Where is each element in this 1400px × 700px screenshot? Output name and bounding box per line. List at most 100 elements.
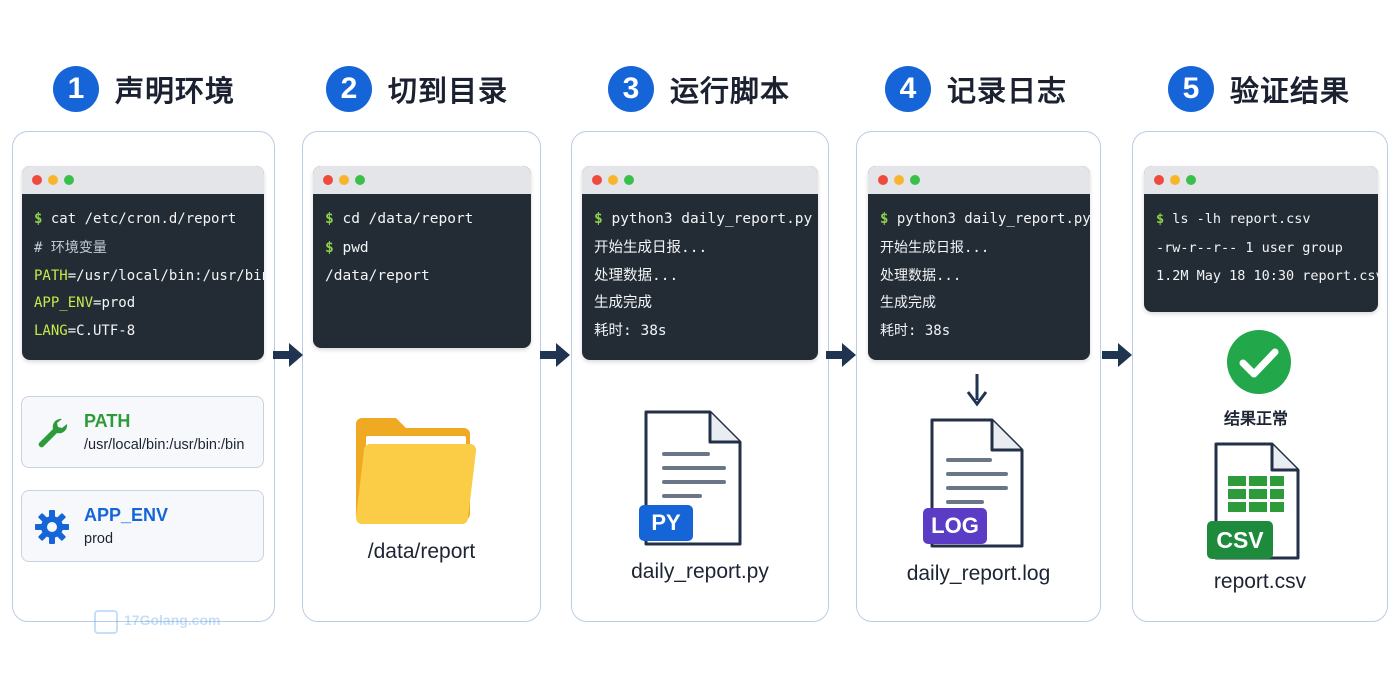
arrow-right-icon (1102, 343, 1132, 367)
close-dot-icon (323, 175, 333, 185)
terminal-line: 生成完成 (880, 290, 1078, 318)
env-key: PATH (84, 411, 131, 431)
python-file-label: daily_report.py (631, 560, 769, 583)
env-value: /usr/local/bin:/usr/bin:/bin (84, 437, 245, 453)
terminal-output-text: /data/report (325, 267, 430, 284)
terminal-output-text: 生成完成 (880, 295, 936, 311)
terminal-line: 1.2M May 18 10:30 report.csv (1156, 263, 1378, 291)
result-status-label: 结果正常 (1224, 409, 1289, 428)
terminal-command: python3 daily_report.py (896, 211, 1090, 227)
minimize-dot-icon (339, 175, 349, 185)
terminal-title-bar (22, 166, 264, 194)
arrow-right-icon (540, 343, 570, 367)
step-title-4: 4 记录日志 (885, 62, 1067, 116)
terminal-line: $ pwd (325, 235, 519, 263)
terminal-title-bar (1144, 166, 1378, 194)
terminal-output-text: 耗时: 38s (880, 322, 951, 339)
terminal-command: python3 daily_report.py (611, 211, 813, 227)
py-badge: PY (639, 505, 693, 541)
env-card-path: PATH /usr/local/bin:/usr/bin:/bin (21, 396, 264, 468)
terminal-window-2: $ cd /data/report$ pwd/data/report (313, 166, 531, 348)
terminal-line: $ cd /data/report (325, 204, 519, 235)
terminal-line: 耗时: 38s (880, 318, 1078, 346)
terminal-prompt: $ (1156, 211, 1165, 227)
step-title-3: 3 运行脚本 (608, 62, 790, 116)
terminal-output-text: 开始生成日报... (594, 240, 708, 256)
close-dot-icon (878, 175, 888, 185)
maximize-dot-icon (910, 175, 920, 185)
watermark-logo-icon (94, 610, 118, 634)
terminal-prompt: $ (325, 240, 334, 256)
terminal-window-4: $ python3 daily_report.py 开始生成日报... 处理数据..… (868, 166, 1090, 360)
terminal-env-key: APP_ENV (34, 295, 94, 311)
terminal-env-value: =C.UTF-8 (67, 322, 136, 339)
terminal-line: 耗时: 38s (594, 318, 806, 346)
step-title-2: 2 切到目录 (326, 62, 508, 116)
terminal-line: LANG=C.UTF-8 (34, 318, 252, 346)
step-title-text: 切到目录 (388, 74, 509, 108)
arrow-right-icon (273, 343, 303, 367)
wrench-icon (38, 418, 68, 448)
terminal-line: 处理数据... (594, 263, 806, 291)
csv-file-label: report.csv (1213, 570, 1307, 593)
terminal-line: $ ls -lh report.csv (1156, 204, 1366, 235)
terminal-output: $ cd /data/report$ pwd/data/report (313, 194, 531, 290)
env-card-app-env: APP_ENV prod (21, 490, 264, 562)
folder-icon (356, 418, 477, 524)
terminal-output-text: 处理数据... (880, 267, 962, 284)
minimize-dot-icon (48, 175, 58, 185)
terminal-title-bar (313, 166, 531, 194)
terminal-line: /data/report (325, 263, 519, 291)
terminal-env-value: =/usr/local/bin:/usr/bin:/bin (67, 267, 264, 284)
terminal-output: $ cat /etc/cron.d/report # 环境变量 PATH=/usr/… (22, 194, 264, 345)
terminal-title-bar (582, 166, 818, 194)
terminal-output-text: 生成完成 (594, 295, 652, 311)
terminal-output-text: 开始生成日报... (880, 240, 990, 256)
terminal-command: ls -lh report.csv (1172, 211, 1311, 227)
terminal-window-5: $ ls -lh report.csv-rw-r--r-- 1 user gro… (1144, 166, 1378, 312)
terminal-window-1: $ cat /etc/cron.d/report # 环境变量 PATH=/usr/… (22, 166, 264, 360)
step-number-badge: 5 (1168, 66, 1214, 112)
terminal-line: 开始生成日报... (594, 235, 806, 263)
close-dot-icon (32, 175, 42, 185)
check-circle-icon (1227, 330, 1291, 394)
terminal-env-key: PATH (34, 267, 68, 284)
terminal-output: $ python3 daily_report.py 开始生成日报... 处理数据..… (582, 194, 818, 345)
terminal-line: APP_ENV=prod (34, 290, 252, 318)
maximize-dot-icon (355, 175, 365, 185)
terminal-line: PATH=/usr/local/bin:/usr/bin:/bin (34, 263, 264, 291)
env-value: prod (84, 531, 114, 547)
terminal-line: -rw-r--r-- 1 user group (1156, 235, 1366, 263)
env-key: APP_ENV (84, 505, 169, 525)
terminal-comment: # 环境变量 (34, 240, 107, 256)
terminal-line: $ python3 daily_report.py (880, 204, 1090, 235)
step-title-text: 记录日志 (947, 74, 1068, 108)
terminal-command: cat /etc/cron.d/report (50, 211, 237, 227)
terminal-env-key: LANG (34, 322, 68, 339)
terminal-output-text: 1.2M May 18 10:30 report.csv (1156, 267, 1378, 284)
terminal-output-text: 处理数据... (594, 267, 679, 284)
maximize-dot-icon (1186, 175, 1196, 185)
terminal-output: $ ls -lh report.csv-rw-r--r-- 1 user gro… (1144, 194, 1378, 290)
terminal-output: $ python3 daily_report.py 开始生成日报... 处理数据..… (868, 194, 1090, 345)
log-badge: LOG (923, 508, 987, 544)
gear-icon (35, 510, 69, 544)
terminal-line: 生成完成 (594, 290, 806, 318)
step-number-badge: 2 (326, 66, 372, 112)
terminal-prompt: $ (880, 211, 889, 227)
step-title-5: 5 验证结果 (1168, 62, 1350, 116)
terminal-output-text: 耗时: 38s (594, 322, 667, 339)
close-dot-icon (592, 175, 602, 185)
step-number-badge: 3 (608, 66, 654, 112)
minimize-dot-icon (608, 175, 618, 185)
step-number-badge: 1 (53, 66, 99, 112)
terminal-prompt: $ (594, 211, 603, 227)
terminal-window-3: $ python3 daily_report.py 开始生成日报... 处理数据..… (582, 166, 818, 360)
terminal-prompt: $ (34, 211, 43, 227)
arrow-down-icon (966, 374, 988, 407)
step-title-text: 运行脚本 (670, 74, 791, 108)
step-title-text: 声明环境 (115, 74, 236, 108)
terminal-env-value: =prod (93, 295, 136, 311)
log-file-label: daily_report.log (906, 562, 1051, 585)
csv-badge: CSV (1207, 521, 1273, 559)
